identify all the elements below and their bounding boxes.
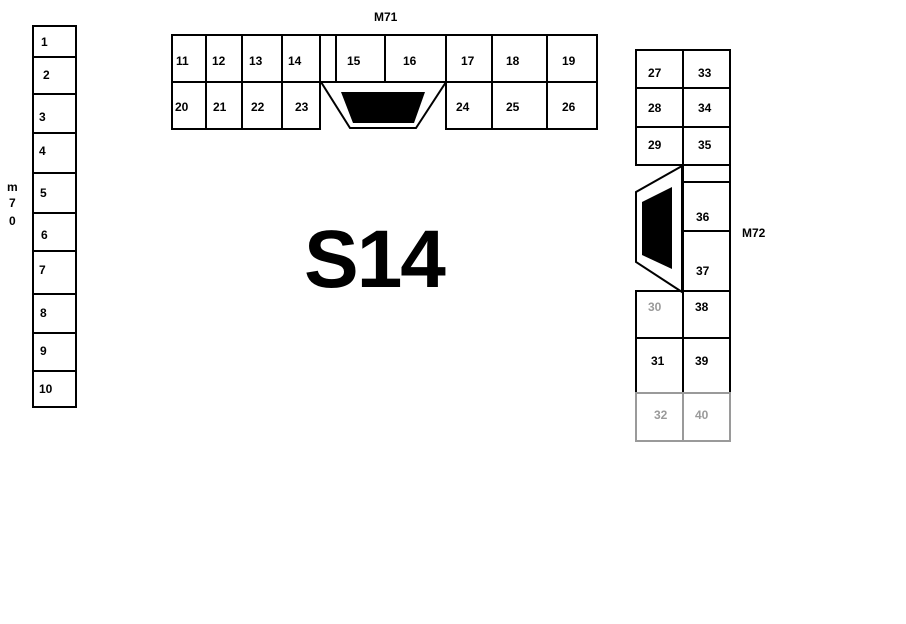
stall-10[interactable] bbox=[32, 370, 77, 408]
stall-1[interactable] bbox=[32, 25, 77, 58]
section-label-m70-digit: 0 bbox=[9, 214, 16, 228]
stall-number: 18 bbox=[506, 54, 520, 68]
stall-37[interactable] bbox=[682, 230, 731, 292]
stall-7[interactable] bbox=[32, 250, 77, 295]
stall-number: 34 bbox=[698, 101, 712, 115]
stall-12[interactable] bbox=[205, 34, 243, 83]
section-label-m71: M71 bbox=[374, 10, 398, 24]
stall-8[interactable] bbox=[32, 293, 77, 334]
stall-number: 17 bbox=[461, 54, 475, 68]
stall-26[interactable] bbox=[546, 81, 598, 130]
section-label-m70-letter: m bbox=[7, 180, 18, 194]
stall-number: 35 bbox=[698, 138, 712, 152]
section-label-m72: M72 bbox=[742, 226, 766, 240]
stall-4[interactable] bbox=[32, 132, 77, 174]
stall-number: 16 bbox=[403, 54, 417, 68]
stall-number: 25 bbox=[506, 100, 520, 114]
stall-number: 32 bbox=[654, 408, 668, 422]
stall-number: 12 bbox=[212, 54, 226, 68]
stall-2[interactable] bbox=[32, 56, 77, 95]
stall-14[interactable] bbox=[281, 34, 321, 83]
stall-38[interactable] bbox=[682, 290, 731, 339]
stall-number: 39 bbox=[695, 354, 709, 368]
stall-number: 20 bbox=[175, 100, 189, 114]
stall-number: 6 bbox=[41, 228, 48, 242]
stall-40[interactable] bbox=[682, 392, 731, 442]
stall-number: 26 bbox=[562, 100, 576, 114]
stall-number: 4 bbox=[39, 144, 46, 158]
stall-number: 29 bbox=[648, 138, 662, 152]
section-label-m70-digit: 7 bbox=[9, 196, 16, 210]
stall-number: 5 bbox=[40, 186, 47, 200]
stall-number: 37 bbox=[696, 264, 710, 278]
stall-number: 38 bbox=[695, 300, 709, 314]
stall-number: 9 bbox=[40, 344, 47, 358]
stall-22[interactable] bbox=[241, 81, 283, 130]
stall-number: 22 bbox=[251, 100, 265, 114]
stall-number: 11 bbox=[176, 54, 189, 68]
stall-number: 36 bbox=[696, 210, 710, 224]
stall-number: 33 bbox=[698, 66, 712, 80]
section-title: S14 bbox=[304, 214, 446, 305]
stage-outline bbox=[319, 81, 448, 129]
stall-39[interactable] bbox=[682, 337, 731, 394]
stall-number: 10 bbox=[39, 382, 53, 396]
stall-number: 1 bbox=[41, 35, 48, 49]
stall-number: 19 bbox=[562, 54, 576, 68]
stall-25[interactable] bbox=[491, 81, 548, 130]
stall-9[interactable] bbox=[32, 332, 77, 372]
stall-number: 30 bbox=[648, 300, 662, 314]
stall-number: 14 bbox=[288, 54, 302, 68]
stage-fill bbox=[341, 92, 425, 123]
stall-number: 24 bbox=[456, 100, 470, 114]
stall-number: 8 bbox=[40, 306, 47, 320]
stall-number: 7 bbox=[39, 263, 46, 277]
stall-number: 3 bbox=[39, 110, 46, 124]
stall-number: 27 bbox=[648, 66, 662, 80]
stall-number: 13 bbox=[249, 54, 263, 68]
stall-number: 40 bbox=[695, 408, 709, 422]
stall-number: 15 bbox=[347, 54, 361, 68]
stall-number: 2 bbox=[43, 68, 50, 82]
stall-23[interactable] bbox=[281, 81, 321, 130]
stage-fill bbox=[642, 187, 672, 269]
stall-number: 21 bbox=[213, 100, 227, 114]
stall-6[interactable] bbox=[32, 212, 77, 252]
stall-30[interactable] bbox=[635, 290, 684, 339]
stall-number: 31 bbox=[651, 354, 665, 368]
stall-number: 28 bbox=[648, 101, 662, 115]
stall-number: 23 bbox=[295, 100, 309, 114]
